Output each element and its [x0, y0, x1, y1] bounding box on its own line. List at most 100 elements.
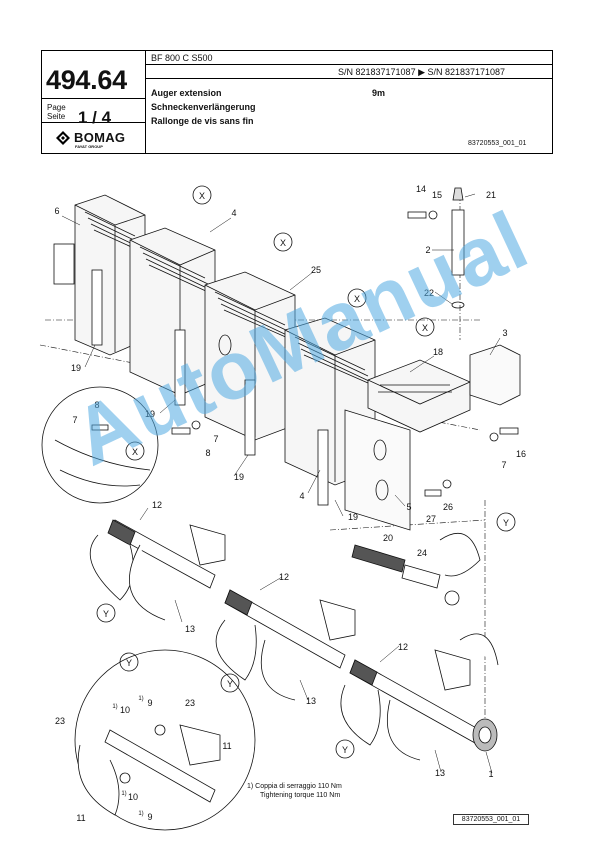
- part-label: 13: [306, 696, 316, 706]
- title-en: Auger extension: [151, 88, 222, 98]
- marker-x-3: X: [354, 294, 360, 304]
- part-label: 27: [426, 514, 436, 524]
- part-label: 18: [433, 347, 443, 357]
- part-label: 2: [425, 245, 430, 255]
- marker-circles: [96, 185, 516, 759]
- part-label: 19: [234, 472, 244, 482]
- footnote-mark: 1): [112, 704, 117, 710]
- marker-x-4: X: [422, 323, 428, 333]
- part-label: 21: [486, 190, 496, 200]
- part-label: 9: [147, 698, 152, 708]
- part-label: 7: [213, 434, 218, 444]
- part-label: 16: [516, 449, 526, 459]
- auger-shaft-2: [215, 589, 356, 701]
- marker-y-1: Y: [103, 609, 109, 619]
- model-name: BF 800 C S500: [151, 53, 213, 63]
- size-label: 9m: [372, 88, 386, 98]
- marker-x-5: X: [132, 447, 138, 457]
- part-label: 26: [443, 502, 453, 512]
- bracket-3: [469, 344, 521, 406]
- page-indicator: 1 / 4: [78, 108, 112, 127]
- footnote-mark: 1): [138, 811, 143, 817]
- brand-sub: FAYAT GROUP: [75, 144, 103, 149]
- marker-x-2: X: [280, 238, 286, 248]
- part-label: 9: [147, 812, 152, 822]
- part-label: 11: [76, 813, 85, 823]
- marker-y-4: Y: [503, 518, 509, 528]
- header-rule: [145, 64, 552, 65]
- drawing-ref: 83720553_001_01: [468, 140, 527, 147]
- header-block: 494.64 Page Seite 1 / 4 BOMAG FAYAT GROU…: [41, 50, 553, 154]
- part-label: 13: [435, 768, 445, 778]
- part-label: 12: [152, 500, 162, 510]
- title-fr: Rallonge de vis sans fin: [151, 116, 254, 126]
- title-de: Schneckenverlängerung: [151, 102, 256, 112]
- header-rule: [145, 78, 552, 79]
- bomag-logo: BOMAG: [56, 130, 125, 145]
- bolt-14: [407, 210, 438, 220]
- plate-19a: [91, 269, 103, 346]
- part-label: 4: [231, 208, 236, 218]
- part-label: 10: [128, 792, 138, 802]
- bolt-27: [424, 479, 452, 497]
- part-label: 3: [502, 328, 507, 338]
- footnote-mark: 1): [121, 791, 126, 797]
- header-rule: [42, 98, 145, 99]
- part-label: 13: [185, 624, 195, 634]
- part-label: 7: [72, 415, 77, 425]
- stub-shaft-20: [351, 544, 460, 606]
- part-label: 25: [311, 265, 321, 275]
- plate-19d: [317, 429, 329, 506]
- housing-module-4: [129, 227, 216, 396]
- part-number: 494.64: [46, 65, 127, 95]
- part-label: 14: [416, 184, 426, 194]
- part-label: 19: [145, 409, 155, 419]
- marker-x-1: X: [199, 191, 205, 201]
- bolt-16: [489, 427, 519, 442]
- part-label: 23: [55, 716, 65, 726]
- serial-range: S/N 821837171087 ▶ S/N 821837171087: [338, 67, 506, 77]
- brand-name: BOMAG: [74, 130, 126, 145]
- part-label: 8: [94, 400, 99, 410]
- mount-plate-5: [344, 409, 411, 531]
- part-label: 12: [279, 572, 289, 582]
- part-label: 4: [299, 491, 304, 501]
- part-label: 1: [488, 769, 493, 779]
- torque-note-line1: 1) Coppia di serraggio 110 Nm: [247, 783, 342, 790]
- part-label: 10: [120, 705, 130, 715]
- part-label: 24: [417, 548, 427, 558]
- part-label: 12: [398, 642, 408, 652]
- header-divider: [145, 51, 146, 153]
- shaft-2: [451, 187, 465, 309]
- detail-circle-y: [74, 649, 256, 831]
- part-label: 6: [54, 206, 59, 216]
- marker-y-2: Y: [227, 679, 233, 689]
- part-label: 23: [185, 698, 195, 708]
- page-label-de: Seite: [47, 112, 66, 121]
- page-label-en: Page: [47, 103, 66, 112]
- plate-19c: [244, 379, 256, 456]
- end-module-18: [367, 359, 471, 433]
- part-label: 8: [205, 448, 210, 458]
- part-label: 5: [406, 502, 411, 512]
- part-label: 19: [348, 512, 358, 522]
- auger-shaft-1: [89, 519, 226, 621]
- footnote-mark: 1): [138, 696, 143, 702]
- torque-note: 1) Coppia di serraggio 110 Nm Tightening…: [247, 782, 342, 800]
- detail-circle-x: [41, 386, 159, 504]
- torque-note-line2: Tightening torque 110 Nm: [260, 792, 341, 799]
- part-label: 22: [424, 288, 434, 298]
- part-label: 11: [222, 741, 231, 751]
- part-label: 7: [501, 460, 506, 470]
- part-label: 15: [432, 190, 442, 200]
- plate-19b: [174, 329, 186, 406]
- part-label: 19: [71, 363, 81, 373]
- drawing-ref-bottom: 83720553_001_01: [453, 814, 529, 825]
- auger-shaft-3: [340, 649, 498, 761]
- marker-y-5: Y: [126, 658, 132, 668]
- marker-y-3: Y: [342, 745, 348, 755]
- part-label: 20: [383, 533, 393, 543]
- bolt-8: [171, 420, 201, 435]
- bomag-diamond-icon: [56, 130, 70, 145]
